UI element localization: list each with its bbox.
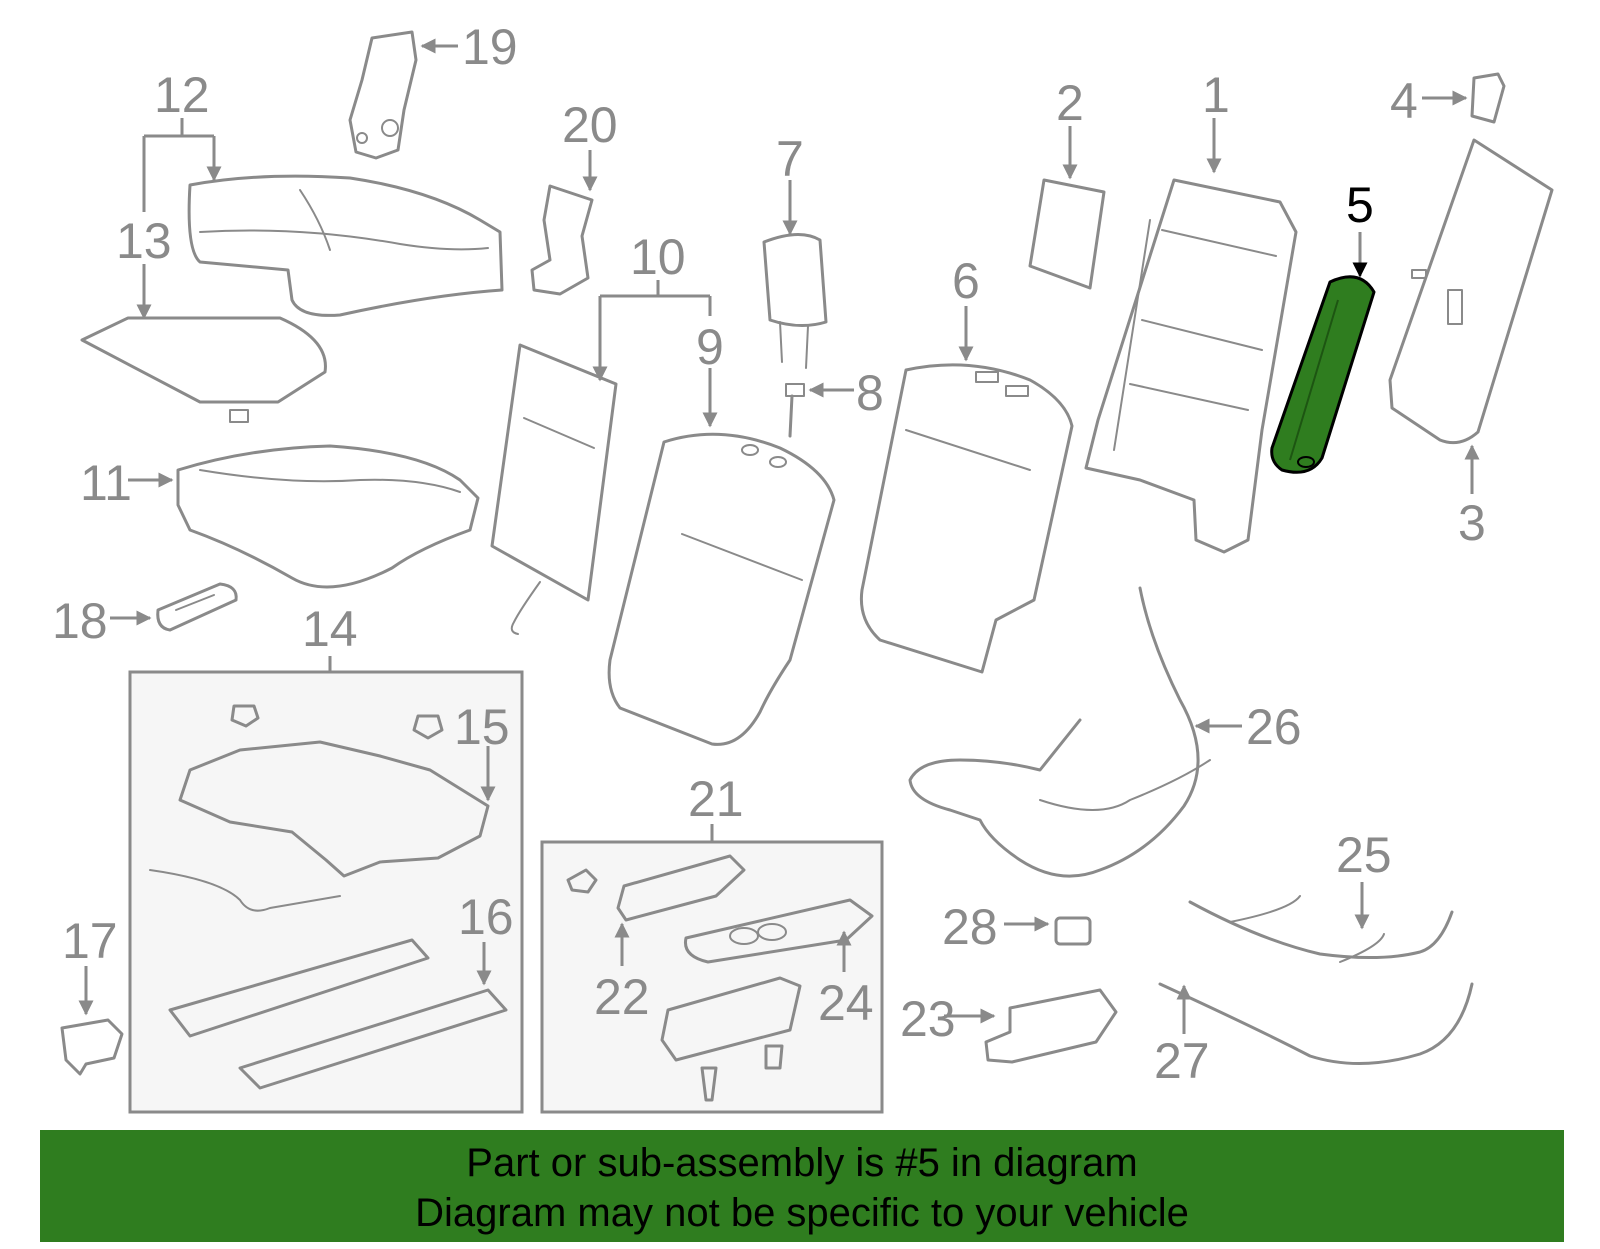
- part-13-mat[interactable]: [80, 316, 327, 423]
- part-28-bracket[interactable]: [1054, 916, 1092, 946]
- part-20-bracket[interactable]: [530, 184, 594, 296]
- part-5-armrest[interactable]: [1270, 275, 1376, 474]
- part-2-panel[interactable]: [1028, 178, 1106, 290]
- label-15[interactable]: 15: [454, 699, 510, 755]
- part-6-seatback-pad[interactable]: [859, 363, 1074, 674]
- label-22[interactable]: 22: [594, 969, 650, 1025]
- label-23[interactable]: 23: [900, 991, 956, 1047]
- label-9[interactable]: 9: [696, 319, 724, 375]
- part-labels: 19 12 13 11 18 20 10 9 7 8 6 2 1 5 4 3 1…: [52, 19, 1486, 1089]
- label-27[interactable]: 27: [1154, 1033, 1210, 1089]
- part-7-headrest[interactable]: [762, 233, 828, 369]
- part-19-bracket[interactable]: [348, 30, 418, 160]
- label-12[interactable]: 12: [154, 67, 210, 123]
- label-17[interactable]: 17: [62, 913, 118, 969]
- label-21[interactable]: 21: [688, 771, 744, 827]
- label-10[interactable]: 10: [630, 229, 686, 285]
- label-4[interactable]: 4: [1390, 73, 1418, 129]
- part-14-assembly[interactable]: [149, 704, 508, 1090]
- label-5[interactable]: 5: [1346, 177, 1374, 233]
- label-6[interactable]: 6: [952, 253, 980, 309]
- label-24[interactable]: 24: [818, 975, 874, 1031]
- label-19[interactable]: 19: [462, 19, 518, 75]
- banner-line-1: Part or sub-assembly is #5 in diagram: [466, 1141, 1138, 1185]
- part-18-cover[interactable]: [156, 582, 238, 632]
- part-3-back-board[interactable]: [1388, 138, 1554, 445]
- label-25[interactable]: 25: [1336, 827, 1392, 883]
- info-banner: Part or sub-assembly is #5 in diagram Di…: [40, 1130, 1564, 1242]
- part-17-cover[interactable]: [60, 1018, 124, 1076]
- part-11-cushion-pad[interactable]: [176, 444, 480, 589]
- group-box-14: [128, 670, 524, 1114]
- label-20[interactable]: 20: [562, 97, 618, 153]
- part-1-seatback-frame[interactable]: [1084, 178, 1298, 554]
- label-11[interactable]: 11: [80, 455, 132, 511]
- label-7[interactable]: 7: [776, 131, 804, 187]
- label-18[interactable]: 18: [52, 593, 108, 649]
- label-28[interactable]: 28: [942, 899, 998, 955]
- label-14[interactable]: 14: [302, 601, 358, 657]
- label-13[interactable]: 13: [116, 213, 172, 269]
- seat-parts-diagram: 19 12 13 11 18 20 10 9 7 8 6 2 1 5 4 3 1…: [52, 19, 1554, 1114]
- part-23-cover[interactable]: [984, 988, 1118, 1064]
- part-10-board[interactable]: [490, 343, 618, 635]
- part-9-seatback-cover[interactable]: [607, 432, 836, 746]
- label-26[interactable]: 26: [1246, 699, 1302, 755]
- part-4-clip[interactable]: [1470, 72, 1506, 124]
- banner-line-2: Diagram may not be specific to your vehi…: [415, 1191, 1189, 1235]
- label-2[interactable]: 2: [1056, 75, 1084, 131]
- part-27-cable[interactable]: [1158, 982, 1474, 1066]
- label-8[interactable]: 8: [856, 365, 884, 421]
- part-12-cushion-cover[interactable]: [187, 174, 504, 317]
- label-3[interactable]: 3: [1458, 495, 1486, 551]
- part-21-assembly[interactable]: [566, 854, 874, 1102]
- label-1[interactable]: 1: [1202, 67, 1230, 123]
- leader-lines: [78, 38, 1480, 1034]
- part-8-guide[interactable]: [785, 383, 805, 438]
- part-26-cable[interactable]: [908, 586, 1211, 878]
- part-25-cable[interactable]: [1188, 895, 1454, 963]
- label-16[interactable]: 16: [458, 889, 514, 945]
